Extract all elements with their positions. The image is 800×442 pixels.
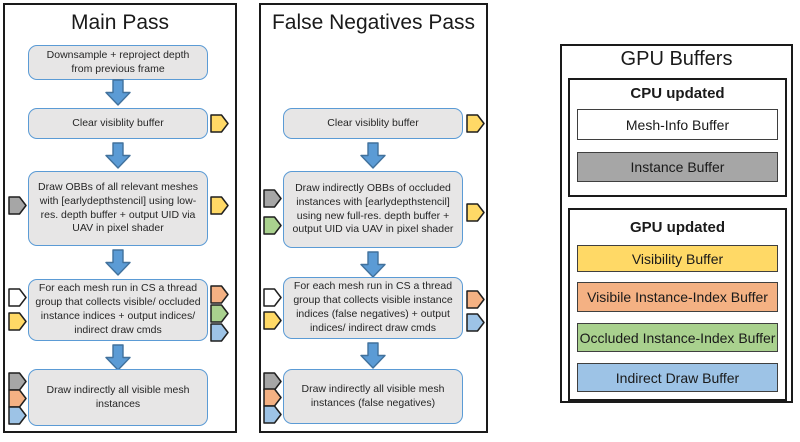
tag-mesh-info-buffer (263, 288, 282, 307)
step-draw-indirect-visible-instances: Draw indirectly all visible mesh instanc… (28, 369, 208, 426)
tag-visibility-buffer (466, 114, 485, 133)
step-clear-visibility-buffer: Clear visiblity buffer (283, 108, 463, 139)
mesh-info-buffer-row: Mesh-Info Buffer (577, 109, 778, 140)
step-text: Draw indirectly all visible mesh instanc… (46, 383, 190, 410)
down-arrow (360, 251, 386, 278)
tag-visibility-buffer (210, 114, 229, 133)
tag-indirect-draw-buffer (8, 406, 27, 425)
buffer-label: Occluded Instance-Index Buffer (579, 329, 776, 346)
tag-indirect-draw-buffer (263, 405, 282, 424)
tag-indirect-draw-buffer (466, 313, 485, 332)
buffer-label: Visibile Instance-Index Buffer (587, 289, 768, 305)
step-cs-collect-false-negatives: For each mesh run in CS a thread group t… (283, 277, 463, 339)
tag-occluded-instance-index-buffer (210, 304, 229, 323)
step-text: Draw indirectly all visible mesh instanc… (301, 382, 445, 409)
buffer-label: Visibility Buffer (631, 250, 724, 267)
down-arrow (105, 79, 131, 106)
step-draw-indirect-false-negatives: Draw indirectly all visible mesh instanc… (283, 369, 463, 424)
indirect-draw-buffer-row: Indirect Draw Buffer (577, 363, 778, 392)
step-text: Clear visiblity buffer (72, 116, 164, 129)
tag-visibility-buffer (263, 311, 282, 330)
tag-indirect-draw-buffer (210, 323, 229, 342)
false-negatives-pass-panel: False Negatives Pass Clear visiblity buf… (259, 3, 488, 433)
step-text: Draw indirectly OBBs of occluded instanc… (292, 181, 454, 236)
step-downsample-reproject-depth: Downsample + reproject depth from previo… (28, 45, 208, 80)
instance-buffer-row: Instance Buffer (577, 152, 778, 182)
buffer-label: Instance Buffer (630, 159, 725, 175)
tag-visible-instance-index-buffer (8, 389, 27, 408)
step-text: For each mesh run in CS a thread group t… (293, 280, 453, 334)
tag-instance-buffer (8, 196, 27, 215)
gpu-buffers-panel: GPU Buffers CPU updated Mesh-Info Buffer… (560, 44, 793, 403)
down-arrow (360, 142, 386, 169)
tag-instance-buffer (263, 372, 282, 391)
tag-instance-buffer (263, 189, 282, 208)
step-text: For each mesh run in CS a thread group t… (35, 282, 201, 336)
gpu-buffers-title: GPU Buffers (620, 48, 733, 70)
main-pass-panel: Main Pass Downsample + reproject depth f… (3, 3, 237, 433)
step-draw-obbs-occluded-instances: Draw indirectly OBBs of occluded instanc… (283, 171, 463, 248)
down-arrow (105, 142, 131, 169)
cpu-updated-group: CPU updated Mesh-Info Buffer Instance Bu… (568, 78, 787, 197)
tag-mesh-info-buffer (8, 288, 27, 307)
down-arrow (105, 344, 131, 371)
tag-visibility-buffer (8, 312, 27, 331)
false-negatives-pass-title: False Negatives Pass (271, 11, 476, 34)
occluded-instance-index-buffer-row: Occluded Instance-Index Buffer (577, 323, 778, 352)
visibility-buffer-row: Visibility Buffer (577, 245, 778, 272)
main-pass-title: Main Pass (70, 11, 170, 34)
step-draw-obbs-relevant-meshes: Draw OBBs of all relevant meshes with [e… (28, 171, 208, 246)
buffer-label: Indirect Draw Buffer (615, 369, 740, 386)
step-clear-visibility-buffer: Clear visiblity buffer (28, 108, 208, 139)
gpu-updated-group: GPU updated Visibility Buffer Visibile I… (568, 208, 787, 401)
step-text: Draw OBBs of all relevant meshes with [e… (38, 180, 198, 235)
tag-visibility-buffer (466, 203, 485, 222)
tag-visible-instance-index-buffer (210, 285, 229, 304)
gpu-updated-title: GPU updated (629, 219, 725, 236)
down-arrow (105, 249, 131, 276)
down-arrow (360, 342, 386, 369)
buffer-label: Mesh-Info Buffer (625, 116, 730, 133)
tag-instance-buffer (8, 372, 27, 391)
tag-visible-instance-index-buffer (466, 290, 485, 309)
tag-occluded-instance-index-buffer (263, 216, 282, 235)
step-text: Clear visiblity buffer (327, 116, 419, 129)
tag-visibility-buffer (210, 196, 229, 215)
visible-instance-index-buffer-row: Visibile Instance-Index Buffer (577, 282, 778, 312)
cpu-updated-title: CPU updated (630, 85, 725, 102)
step-cs-collect-instance-indices: For each mesh run in CS a thread group t… (28, 279, 208, 341)
tag-visible-instance-index-buffer (263, 388, 282, 407)
step-text: Downsample + reproject depth from previo… (46, 48, 190, 75)
